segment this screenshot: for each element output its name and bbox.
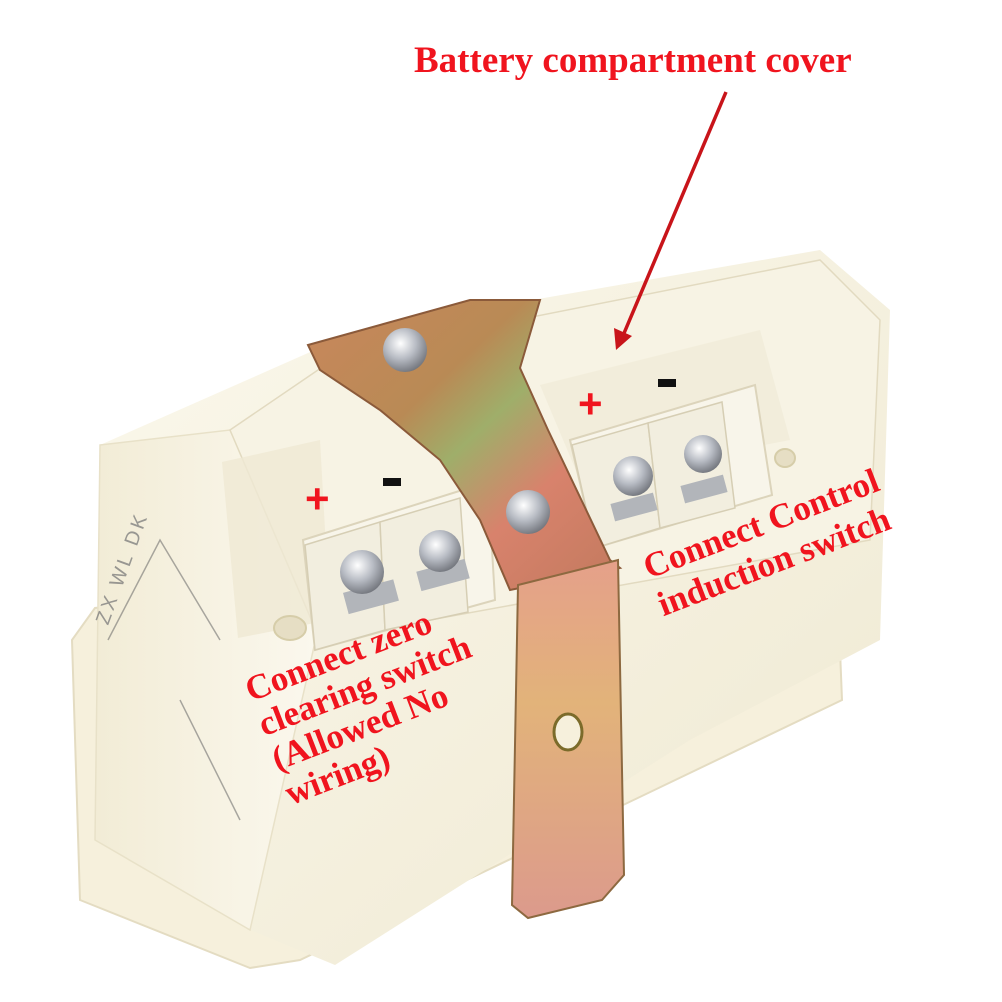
right-plus-sign: + xyxy=(578,380,603,427)
left-plus-sign: + xyxy=(305,475,330,522)
screw-left-minus xyxy=(419,530,461,572)
bracket-hole xyxy=(552,712,584,752)
terminal-block-right xyxy=(568,383,774,550)
mounting-hole-right xyxy=(774,448,796,468)
terminal-block-left xyxy=(301,480,497,652)
bracket-screw-bottom xyxy=(506,490,550,534)
annotation-arrow-line xyxy=(620,91,728,339)
mounting-hole-left xyxy=(273,615,307,641)
housing-marking-triangle xyxy=(107,538,241,821)
screw-left-plus xyxy=(340,550,384,594)
left-minus-sign xyxy=(383,478,401,486)
annotation-arrow-head xyxy=(614,328,632,350)
battery-cover-label: Battery compartment cover xyxy=(414,40,852,81)
screw-right-plus xyxy=(613,456,653,496)
screw-right-minus xyxy=(684,435,722,473)
right-minus-sign xyxy=(658,379,676,387)
terminal-panel xyxy=(222,440,330,638)
bracket-screw-top xyxy=(383,328,427,372)
